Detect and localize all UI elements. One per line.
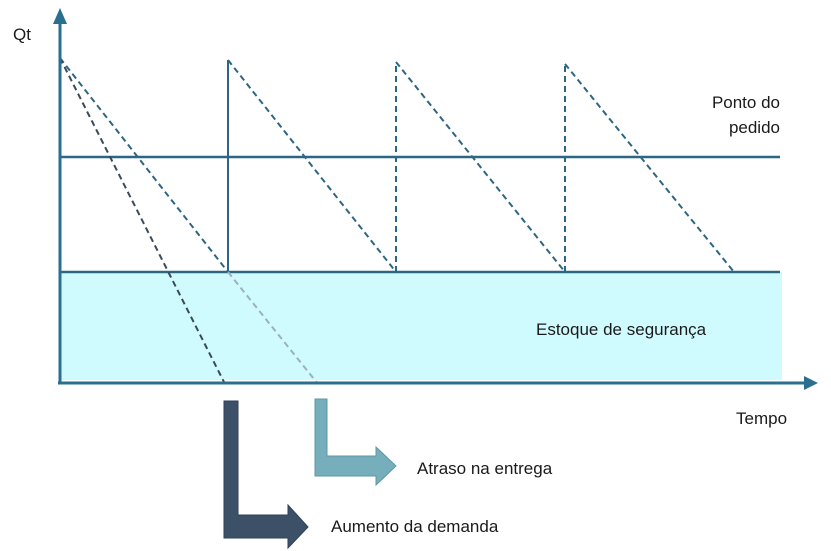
delivery-delay-line	[227, 271, 319, 385]
safety-stock-area	[60, 272, 782, 380]
sawtooth-drop-4	[564, 63, 735, 273]
demand-increase-arrow-icon	[223, 400, 309, 550]
demand-increase-label: Aumento da demanda	[331, 517, 499, 536]
demand-increase-line	[59, 57, 226, 385]
sawtooth-drop-1	[59, 57, 229, 273]
sawtooth-drop-3	[395, 61, 566, 273]
x-axis-arrowhead	[804, 376, 818, 390]
y-axis-arrowhead	[53, 8, 67, 24]
sawtooth-drop-2	[227, 59, 397, 273]
y-axis-label: Qt	[13, 25, 31, 44]
reorder-point-label-line2: pedido	[729, 118, 780, 137]
reorder-point-label-line1: Ponto do	[712, 93, 780, 112]
delivery-delay-label: Atraso na entrega	[417, 459, 553, 478]
safety-stock-label: Estoque de segurança	[536, 320, 707, 339]
x-axis-label: Tempo	[736, 409, 787, 428]
delivery-delay-arrow-icon	[314, 398, 397, 487]
